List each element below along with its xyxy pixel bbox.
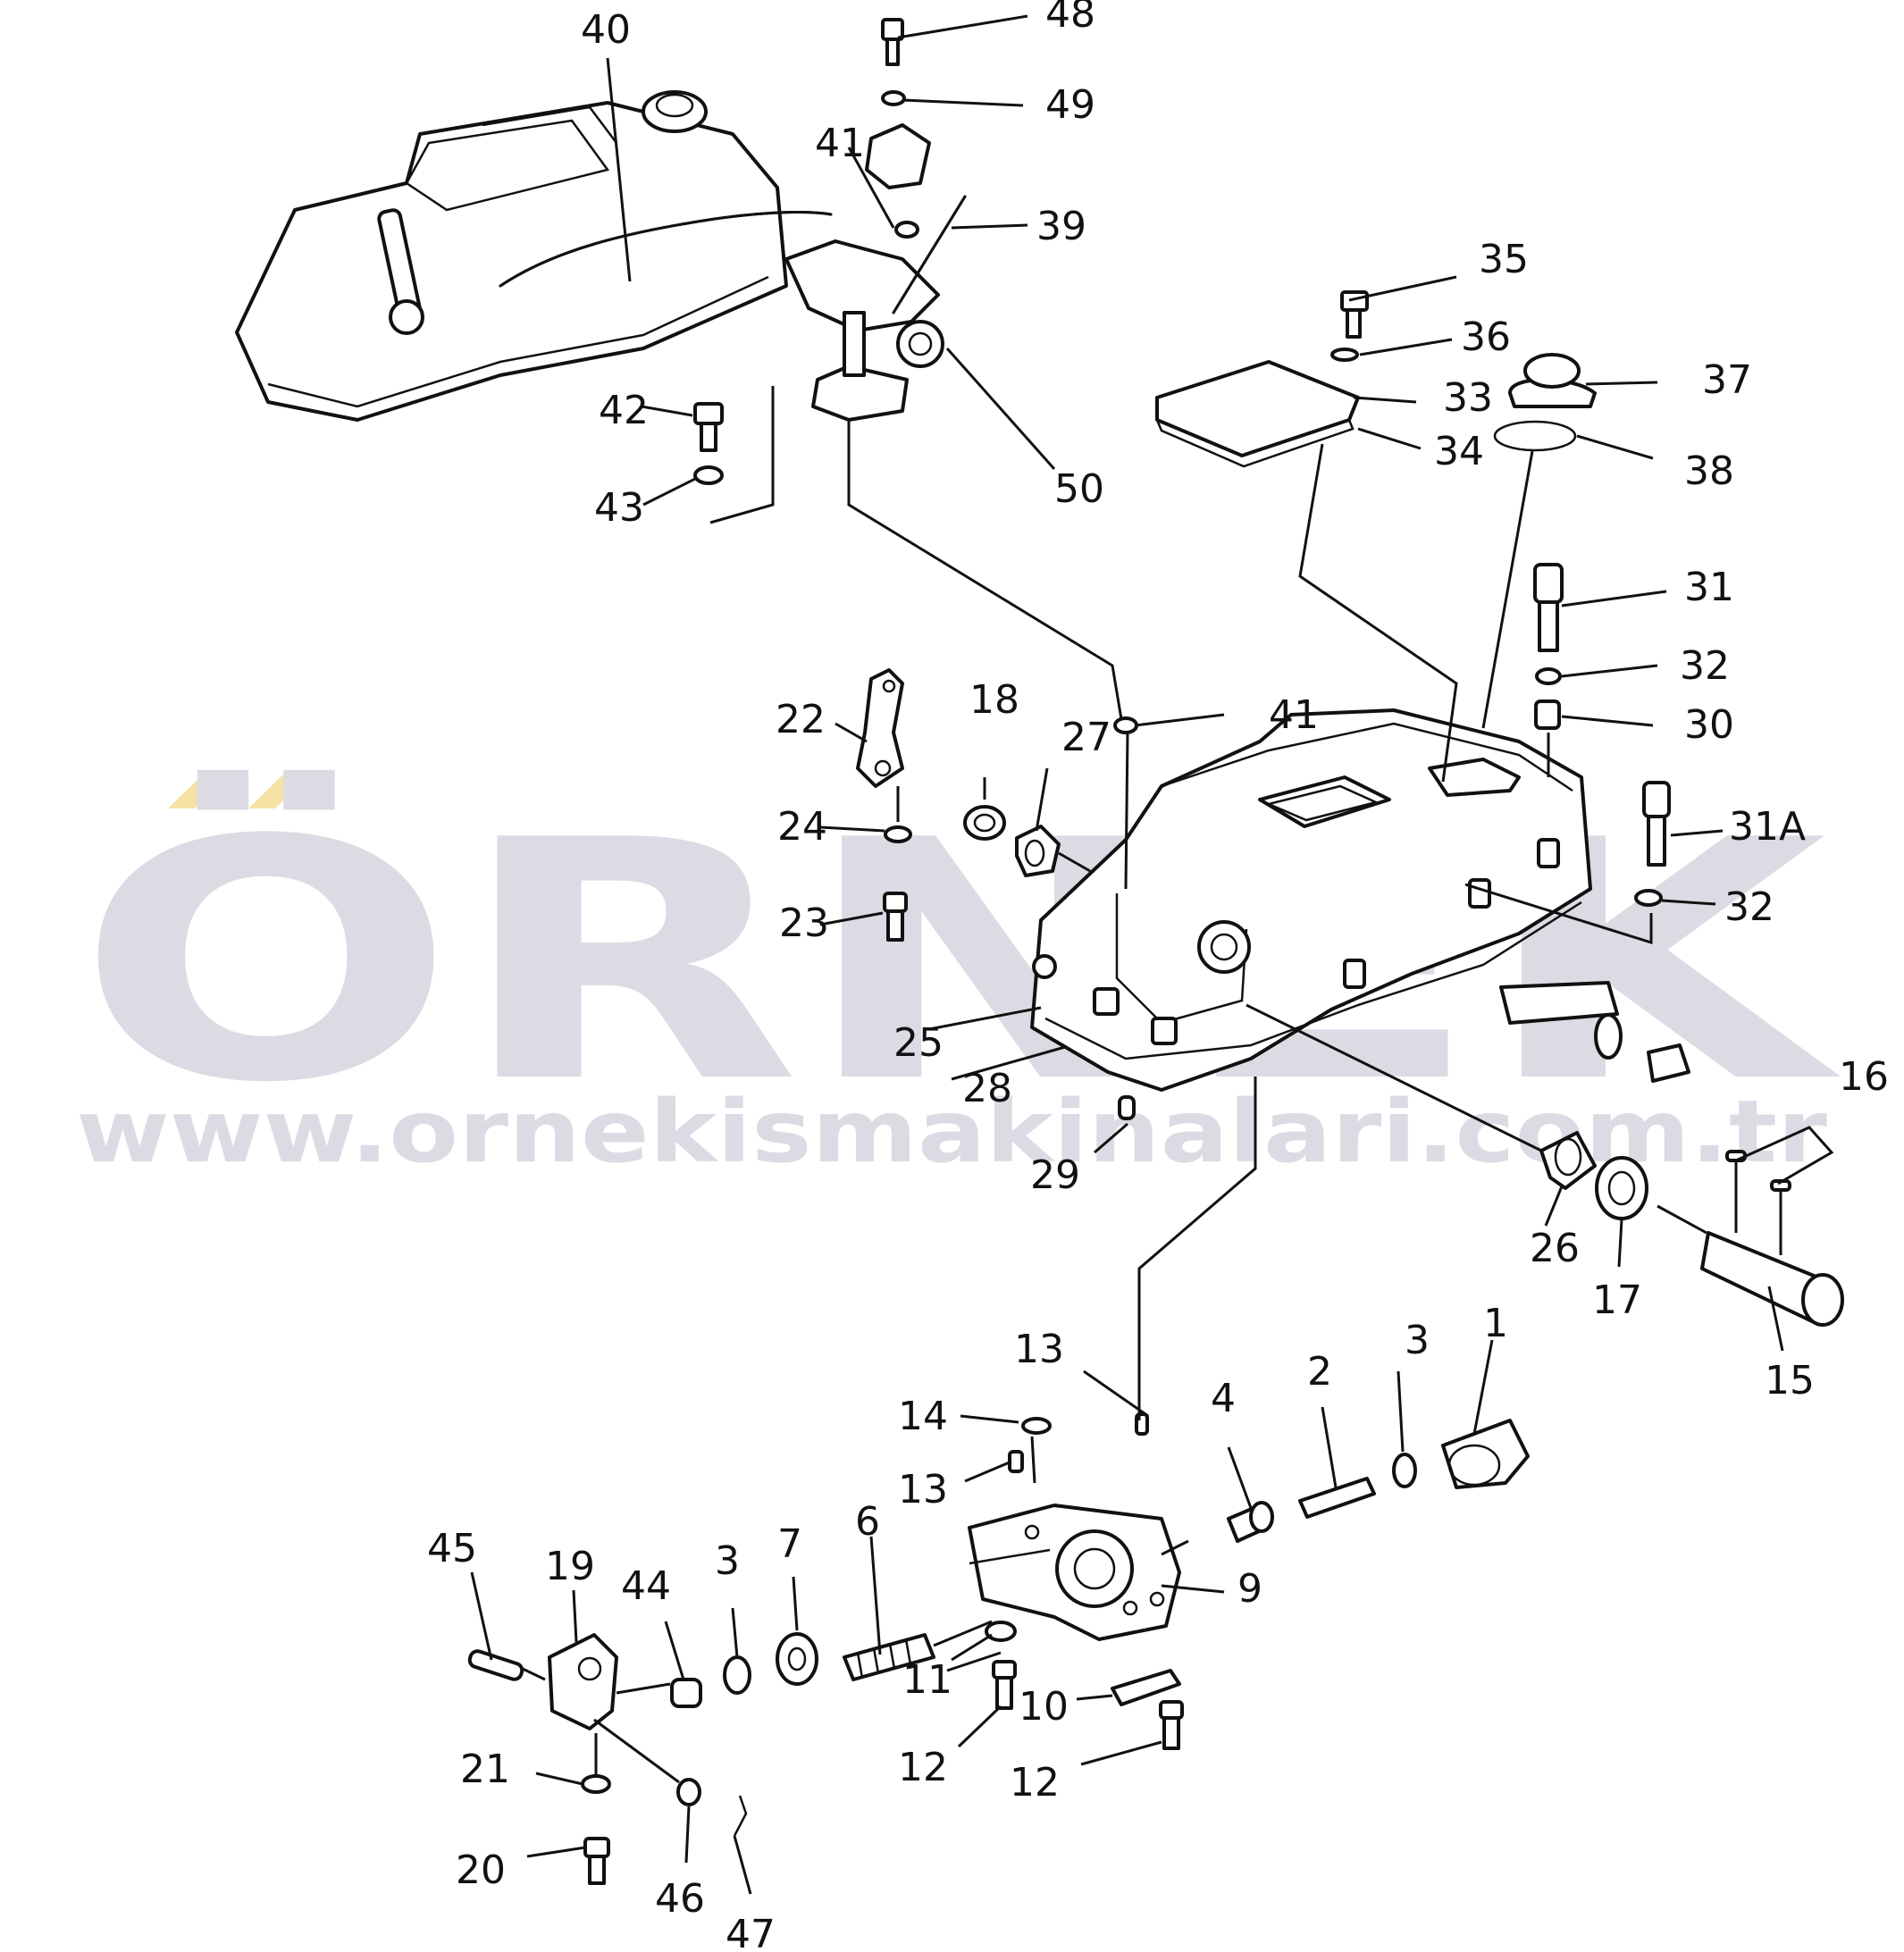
callout-39: 39	[1036, 204, 1086, 249]
callout-11: 11	[902, 1657, 952, 1703]
callout-32-top: 32	[1680, 643, 1730, 689]
watermark-url: www.ornekismakinalari.com.tr	[76, 1082, 1828, 1182]
callout-26: 26	[1530, 1226, 1580, 1271]
callout-19: 19	[545, 1544, 595, 1589]
shaft-15-assembly	[1539, 1131, 1844, 1327]
callout-30: 30	[1684, 702, 1734, 748]
callout-41-mid: 41	[1269, 692, 1319, 738]
callout-32-mid: 32	[1724, 884, 1774, 930]
callout-7: 7	[777, 1521, 802, 1567]
callout-9: 9	[1237, 1566, 1262, 1612]
bolt-42-assembly	[693, 402, 724, 485]
callout-34: 34	[1434, 429, 1484, 474]
callout-24: 24	[777, 804, 827, 850]
callout-40: 40	[581, 7, 631, 53]
callout-38: 38	[1684, 448, 1734, 494]
callout-43: 43	[594, 485, 644, 531]
callout-18: 18	[969, 677, 1019, 723]
callout-17: 17	[1592, 1278, 1642, 1323]
callout-31a: 31A	[1729, 804, 1806, 850]
callout-16: 16	[1839, 1054, 1889, 1100]
callout-6: 6	[855, 1499, 880, 1545]
callout-27: 27	[1061, 715, 1111, 760]
callout-12-left: 12	[898, 1745, 948, 1790]
callout-45: 45	[427, 1526, 477, 1571]
callout-36: 36	[1461, 314, 1511, 360]
callout-14: 14	[898, 1394, 948, 1439]
callout-3-top: 3	[1405, 1318, 1430, 1363]
callout-46: 46	[655, 1876, 705, 1922]
callout-25: 25	[893, 1020, 944, 1066]
valve-body-9	[968, 1504, 1181, 1641]
callout-33: 33	[1443, 375, 1493, 421]
main-housing	[1030, 708, 1690, 1120]
rings-18-27	[963, 805, 1061, 877]
callout-2: 2	[1307, 1349, 1332, 1395]
callout-13-top: 13	[1014, 1327, 1064, 1372]
callout-29: 29	[1030, 1152, 1080, 1198]
callout-31: 31	[1684, 565, 1734, 610]
callout-13-mid: 13	[898, 1467, 948, 1512]
plug-parts-1-4	[1227, 1419, 1530, 1543]
oring-41	[1113, 716, 1138, 734]
callout-28: 28	[962, 1066, 1012, 1111]
bolts-30-32	[1533, 563, 1671, 907]
callout-22: 22	[776, 697, 826, 742]
callout-49: 49	[1045, 82, 1095, 128]
callout-4: 4	[1211, 1376, 1236, 1421]
callout-12-right: 12	[1010, 1760, 1060, 1805]
cap-37-38	[1493, 353, 1597, 452]
callout-41-top: 41	[815, 121, 865, 166]
watermark-accent-left	[168, 770, 234, 808]
spring-6-and-parts	[723, 1412, 1184, 1750]
callout-35: 35	[1479, 237, 1529, 282]
lever-19-assembly	[467, 1633, 748, 1885]
callout-1: 1	[1483, 1301, 1508, 1346]
callout-10: 10	[1019, 1684, 1069, 1730]
callout-50: 50	[1054, 466, 1104, 512]
callout-47: 47	[726, 1912, 776, 1952]
callout-15: 15	[1765, 1358, 1815, 1403]
callout-37: 37	[1702, 357, 1752, 403]
callout-23: 23	[779, 901, 829, 946]
lever-22	[856, 668, 912, 942]
callout-44: 44	[621, 1563, 671, 1609]
callout-21: 21	[460, 1747, 510, 1792]
callout-3-bottom: 3	[715, 1538, 740, 1584]
callout-42: 42	[599, 388, 649, 433]
watermark-accent-right	[248, 770, 315, 808]
top-cover-assembly	[235, 18, 967, 422]
cover-plate-33-34	[1155, 290, 1369, 468]
leader-lines	[470, 14, 1834, 1895]
callout-48: 48	[1045, 0, 1095, 37]
callout-labels: 48 40 49 41 39 35 36 37 33 42 34 38 50 4…	[427, 0, 1889, 1952]
callout-20: 20	[456, 1847, 506, 1893]
